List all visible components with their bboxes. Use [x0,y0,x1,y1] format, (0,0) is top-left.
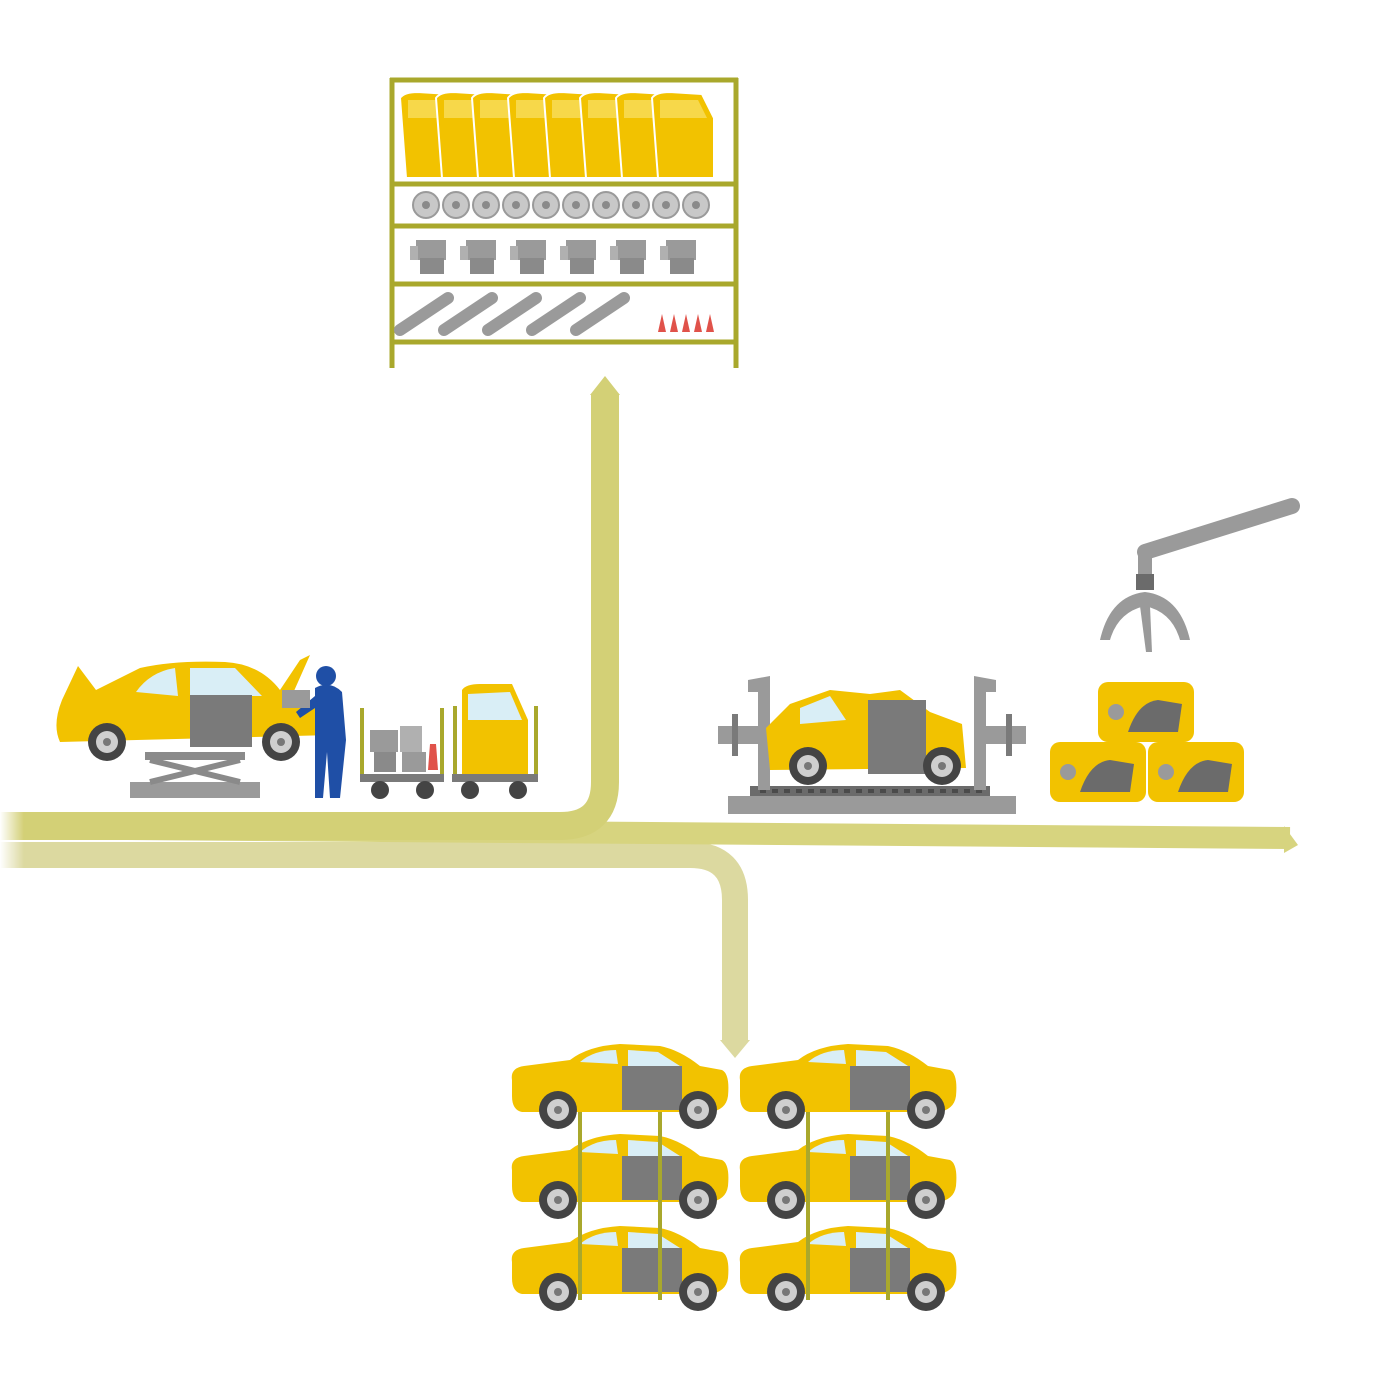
flow-paths [0,376,1298,1058]
wheel-rim-icon [502,191,530,219]
mechanic-worker-icon [282,666,346,798]
crane-grabber-icon [1100,498,1300,652]
parts-cart-icon [360,708,444,799]
cone-part-icon [682,314,690,332]
scrap-bale-icon [1050,742,1146,802]
wheel-rim-icon [622,191,650,219]
car-body-icon [739,1134,957,1219]
cone-part-icon [658,314,666,332]
flow-arrow-right [1284,826,1298,853]
wheel-rim-icon [592,191,620,219]
scrap-bale-icon [1148,742,1244,802]
car-dismantling-station-icon [56,655,538,799]
wheel-rim-icon [532,191,560,219]
door-cart-icon [452,684,538,799]
wheel-rim-icon [412,191,440,219]
wheel-rim-icon [562,191,590,219]
scissor-lift-icon [130,752,260,798]
car-body-icon [739,1044,957,1129]
car-body-icon [739,1226,957,1311]
exhaust-pipe-icon [438,292,498,336]
cone-part-icon [670,314,678,332]
engine-part-icon [560,240,596,274]
flow-path-to-shelf [0,395,619,840]
dismantled-car-icon [56,655,333,761]
wheel-rim-icon [682,191,710,219]
scrap-metal-bales-icon [1050,682,1244,802]
wheel-rim-icon [652,191,680,219]
engine-part-icon [610,240,646,274]
engine-part-icon [460,240,496,274]
car-body-icon [511,1134,729,1219]
exhaust-pipe-icon [526,292,586,336]
cone-part-icon [694,314,702,332]
exhaust-pipe-icon [570,292,630,336]
flow-arrow-down [720,1040,750,1058]
stacked-car-bodies-icon [511,1044,957,1311]
car-crusher-press-icon [718,676,1026,814]
car-body-icon [511,1226,729,1311]
wheel-rim-icon [472,191,500,219]
car-body-icon [511,1044,729,1129]
engine-part-icon [660,240,696,274]
exhaust-pipe-icon [482,292,542,336]
scrap-bale-icon [1098,682,1194,742]
engine-part-icon [410,240,446,274]
exhaust-pipe-icon [394,292,454,336]
cone-part-icon [706,314,714,332]
engine-part-icon [510,240,546,274]
parts-storage-shelf-icon [389,77,739,368]
spare-door-icon [650,90,715,179]
flow-path-to-storage [0,842,748,1040]
wheel-rim-icon [442,191,470,219]
flow-arrow-up [590,376,620,395]
